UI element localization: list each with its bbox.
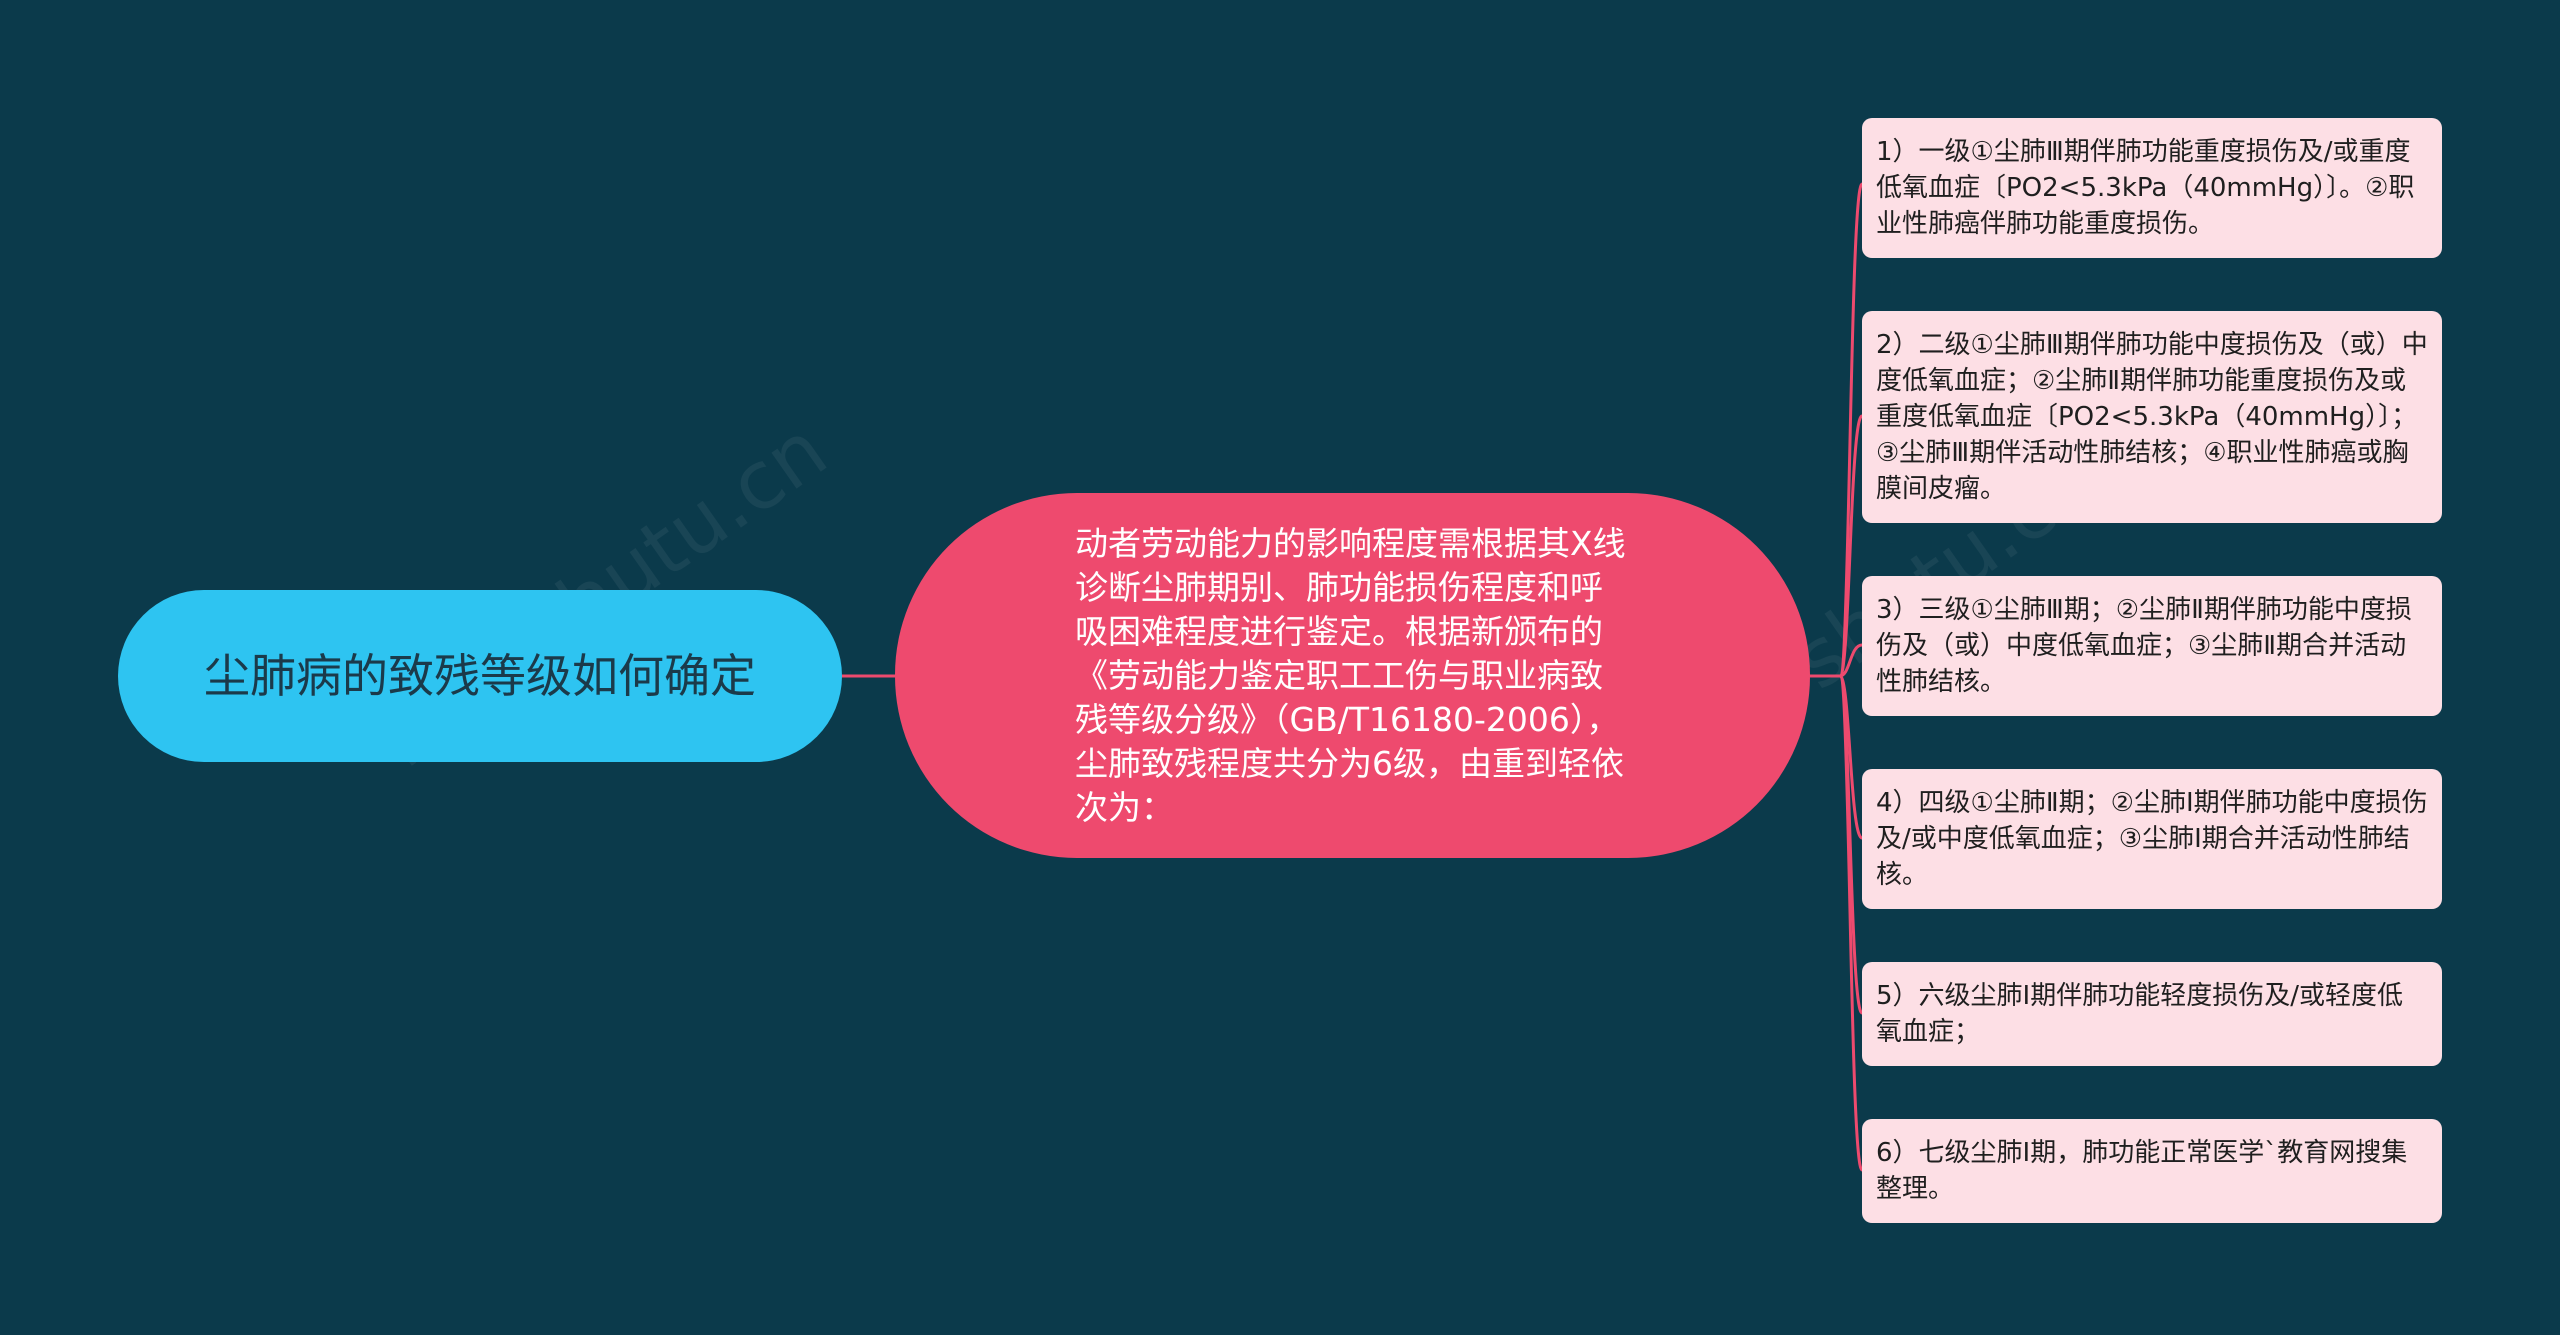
- subtopic-node-6[interactable]: 6）七级尘肺Ⅰ期，肺功能正常医学`教育网搜集整理。: [1862, 1119, 2442, 1223]
- root-topic-node[interactable]: 尘肺病的致残等级如何确定: [118, 590, 842, 762]
- subtopic-node-5[interactable]: 5）六级尘肺Ⅰ期伴肺功能轻度损伤及/或轻度低氧血症；: [1862, 962, 2442, 1066]
- leaf-link-6: [1838, 674, 1864, 1172]
- subtopic-text: 2）二级①尘肺Ⅲ期伴肺功能中度损伤及（或）中度低氧血症；②尘肺Ⅱ期伴肺功能重度损…: [1876, 330, 2428, 504]
- root-topic-text: 尘肺病的致残等级如何确定: [204, 649, 756, 703]
- main-topic-text: 动者劳动能力的影响程度需根据其X线诊断尘肺期别、肺功能损伤程度和呼吸困难程度进行…: [1075, 523, 1626, 827]
- subtopic-node-2[interactable]: 2）二级①尘肺Ⅲ期伴肺功能中度损伤及（或）中度低氧血症；②尘肺Ⅱ期伴肺功能重度损…: [1862, 311, 2442, 523]
- main-topic-node[interactable]: 动者劳动能力的影响程度需根据其X线诊断尘肺期别、肺功能损伤程度和呼吸困难程度进行…: [895, 493, 1810, 858]
- subtopic-node-1[interactable]: 1）一级①尘肺Ⅲ期伴肺功能重度损伤及/或重度低氧血症〔PO2<5.3kPa（40…: [1862, 118, 2442, 258]
- leaf-link-3: [1839, 643, 1863, 678]
- leaf-link-2: [1838, 414, 1864, 678]
- subtopic-text: 6）七级尘肺Ⅰ期，肺功能正常医学`教育网搜集整理。: [1876, 1138, 2408, 1204]
- subtopic-text: 4）四级①尘肺Ⅱ期；②尘肺Ⅰ期伴肺功能中度损伤及/或中度低氧血症；③尘肺Ⅰ期合并…: [1876, 788, 2428, 890]
- subtopic-text: 3）三级①尘肺Ⅲ期；②尘肺Ⅱ期伴肺功能中度损伤及（或）中度低氧血症；③尘肺Ⅱ期合…: [1876, 595, 2412, 697]
- subtopic-text: 1）一级①尘肺Ⅲ期伴肺功能重度损伤及/或重度低氧血症〔PO2<5.3kPa（40…: [1876, 137, 2415, 239]
- subtopic-node-3[interactable]: 3）三级①尘肺Ⅲ期；②尘肺Ⅱ期伴肺功能中度损伤及（或）中度低氧血症；③尘肺Ⅱ期合…: [1862, 576, 2442, 716]
- subtopic-text: 5）六级尘肺Ⅰ期伴肺功能轻度损伤及/或轻度低氧血症；: [1876, 981, 2403, 1047]
- subtopic-node-4[interactable]: 4）四级①尘肺Ⅱ期；②尘肺Ⅰ期伴肺功能中度损伤及/或中度低氧血症；③尘肺Ⅰ期合并…: [1862, 769, 2442, 909]
